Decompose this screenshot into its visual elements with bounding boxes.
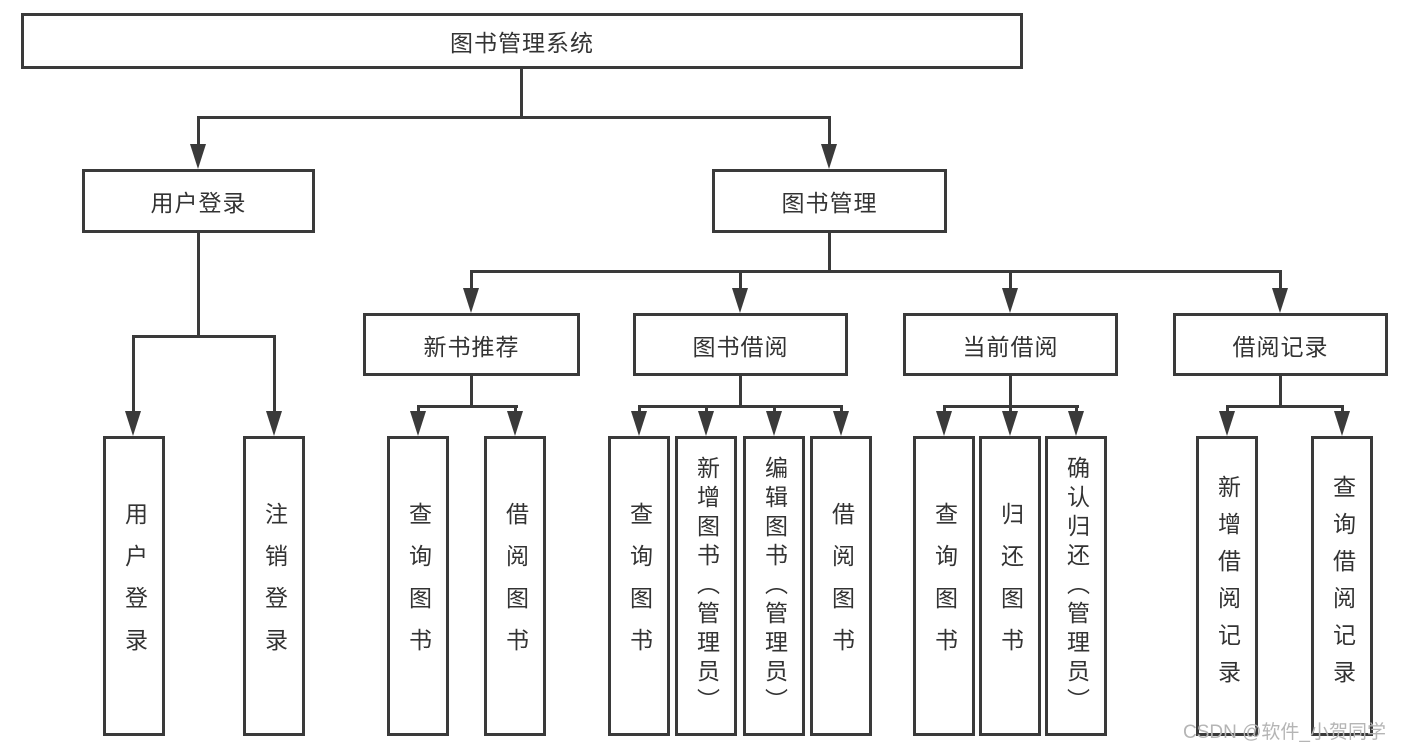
arrow-down-icon — [732, 288, 748, 313]
connector-current-borrow-trunk — [1009, 376, 1012, 407]
connector-root-trunk — [520, 68, 523, 118]
arrow-down-icon — [821, 144, 837, 169]
node-label: 归还图书 — [997, 502, 1024, 670]
leaf-add-borrow-record: 新增借阅记录 — [1196, 436, 1258, 736]
arrow-down-icon — [936, 411, 952, 436]
connector-to-mid — [1009, 270, 1012, 290]
connector-to-leaf — [705, 405, 708, 414]
leaf-search-books-current: 查询图书 — [913, 436, 975, 736]
connector-to-mid — [1279, 270, 1282, 290]
node-label: 注销登录 — [261, 502, 288, 670]
leaf-search-books-borrowing: 查询图书 — [608, 436, 670, 736]
node-label: 新增图书（管理员） — [693, 455, 720, 717]
leaf-search-borrow-record: 查询借阅记录 — [1311, 436, 1373, 736]
node-label: 新书推荐 — [423, 333, 520, 360]
arrow-down-icon — [266, 411, 282, 436]
connector-to-mid — [739, 270, 742, 290]
leaf-search-books-recommend: 查询图书 — [387, 436, 449, 736]
connector-to-mid — [470, 270, 473, 290]
arrow-down-icon — [1002, 411, 1018, 436]
arrow-down-icon — [125, 411, 141, 436]
connector-to-leaf — [840, 405, 843, 414]
leaf-edit-book-admin: 编辑图书（管理员） — [743, 436, 805, 736]
leaf-add-book-admin: 新增图书（管理员） — [675, 436, 737, 736]
connector-user-login-trunk — [197, 233, 200, 337]
connector-book-management-split — [470, 270, 1282, 273]
connector-new-book-trunk — [470, 376, 473, 407]
node-label: 图书借阅 — [692, 333, 789, 360]
connector-to-leaf — [417, 405, 420, 414]
connector-to-leaf — [514, 405, 517, 414]
node-label: 用户登录 — [150, 190, 247, 216]
leaf-confirm-return-admin: 确认归还（管理员） — [1045, 436, 1107, 736]
arrow-down-icon — [1334, 411, 1350, 436]
arrow-down-icon — [833, 411, 849, 436]
arrow-down-icon — [1002, 288, 1018, 313]
node-book-borrowing: 图书借阅 — [633, 313, 848, 376]
node-book-management: 图书管理 — [712, 169, 947, 233]
connector-to-leaf — [1075, 405, 1078, 414]
arrow-down-icon — [190, 144, 206, 169]
leaf-return-books: 归还图书 — [979, 436, 1041, 736]
connector-new-book-split — [417, 405, 518, 408]
node-label: 借阅图书 — [502, 502, 529, 670]
node-label: 新增借阅记录 — [1214, 475, 1241, 697]
arrow-down-icon — [463, 288, 479, 313]
connector-to-leaf — [1341, 405, 1344, 414]
connector-to-book-management — [828, 116, 831, 148]
watermark: CSDN @软件_小贺同学 — [1183, 722, 1386, 743]
node-label: 查询图书 — [931, 502, 958, 670]
arrow-down-icon — [631, 411, 647, 436]
connector-user-login-split — [132, 335, 276, 338]
connector-borrow-records-trunk — [1279, 376, 1282, 407]
leaf-logout: 注销登录 — [243, 436, 305, 736]
node-label: 编辑图书（管理员） — [761, 455, 788, 717]
connector-book-borrow-trunk — [739, 376, 742, 407]
node-label: 确认归还（管理员） — [1063, 455, 1090, 717]
connector-to-leaf — [1226, 405, 1229, 414]
arrow-down-icon — [410, 411, 426, 436]
node-label: 图书管理系统 — [450, 30, 594, 56]
node-borrowing-records: 借阅记录 — [1173, 313, 1388, 376]
connector-to-leaf — [1009, 405, 1012, 414]
connector-to-leaf — [132, 335, 135, 415]
node-label: 当前借阅 — [962, 333, 1059, 360]
node-current-borrowing: 当前借阅 — [903, 313, 1118, 376]
arrow-down-icon — [1068, 411, 1084, 436]
node-label: 查询图书 — [405, 502, 432, 670]
connector-borrow-records-split — [1226, 405, 1344, 408]
connector-to-user-login — [197, 116, 200, 148]
leaf-borrow-books-borrowing: 借阅图书 — [810, 436, 872, 736]
node-label: 图书管理 — [781, 190, 878, 216]
node-new-book-recommendation: 新书推荐 — [363, 313, 580, 376]
node-label: 查询图书 — [626, 502, 653, 670]
connector-book-management-trunk — [828, 233, 831, 272]
arrow-down-icon — [698, 411, 714, 436]
node-label: 查询借阅记录 — [1329, 475, 1356, 697]
node-user-login: 用户登录 — [82, 169, 315, 233]
connector-root-split — [197, 116, 831, 119]
node-label: 借阅图书 — [828, 502, 855, 670]
node-label: 借阅记录 — [1232, 333, 1329, 360]
leaf-user-login: 用户登录 — [103, 436, 165, 736]
connector-to-leaf — [773, 405, 776, 414]
connector-to-leaf — [943, 405, 946, 414]
arrow-down-icon — [507, 411, 523, 436]
node-label: 用户登录 — [121, 502, 148, 670]
leaf-borrow-books-recommend: 借阅图书 — [484, 436, 546, 736]
arrow-down-icon — [1219, 411, 1235, 436]
connector-to-leaf — [273, 335, 276, 415]
connector-book-borrow-split — [638, 405, 843, 408]
arrow-down-icon — [766, 411, 782, 436]
connector-to-leaf — [638, 405, 641, 414]
node-library-management-system: 图书管理系统 — [21, 13, 1023, 69]
arrow-down-icon — [1272, 288, 1288, 313]
